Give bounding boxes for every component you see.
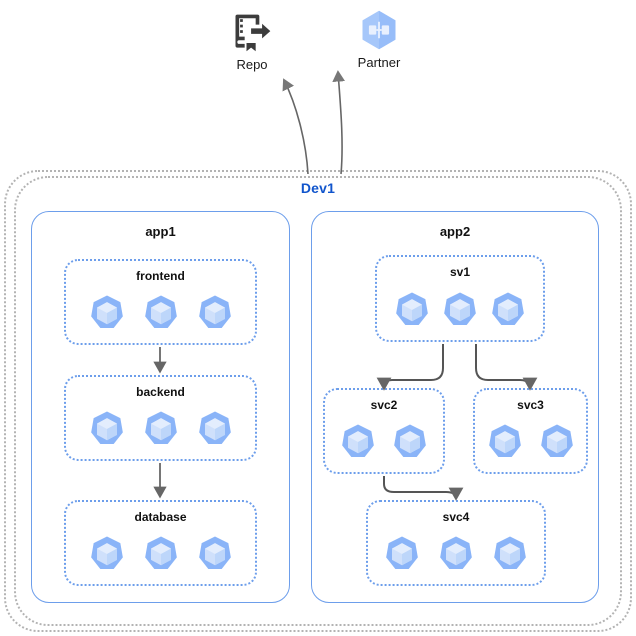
pod-icon <box>394 424 426 457</box>
pod-icon <box>90 295 123 328</box>
environment-label: Dev1 <box>300 180 336 196</box>
pod-icon <box>386 536 418 569</box>
pod-icon <box>198 411 231 444</box>
pod-icon <box>144 411 177 444</box>
pod-group <box>368 534 544 574</box>
environment-outer-boundary <box>4 170 632 632</box>
external-node-label: Repo <box>236 57 268 72</box>
pod-icon <box>90 536 123 569</box>
service-backend[interactable]: backend <box>64 375 257 461</box>
external-node-repo[interactable]: Repo <box>222 10 282 72</box>
service-title: backend <box>136 385 185 399</box>
service-title: sv1 <box>449 265 471 279</box>
service-database[interactable]: database <box>64 500 257 586</box>
pod-group <box>66 293 255 333</box>
arrow-dev1-to-repo <box>282 78 309 175</box>
pod-icon <box>198 295 231 328</box>
pod-icon <box>198 536 231 569</box>
service-title: svc4 <box>442 510 470 524</box>
pod-group <box>66 534 255 574</box>
external-node-partner[interactable]: Partner <box>348 8 410 70</box>
service-title: frontend <box>136 269 185 283</box>
application-title: app1 <box>145 224 176 239</box>
pod-icon <box>396 292 428 325</box>
service-svc2[interactable]: svc2 <box>323 388 445 474</box>
service-svc4[interactable]: svc4 <box>366 500 546 586</box>
pod-icon <box>488 424 521 457</box>
environment-inner-boundary <box>14 176 622 626</box>
pod-icon <box>444 292 476 325</box>
pod-icon <box>494 536 526 569</box>
service-svc3[interactable]: svc3 <box>473 388 588 474</box>
pod-icon <box>540 424 573 457</box>
service-sv1[interactable]: sv1 <box>375 255 545 342</box>
partner-hexagon-icon <box>357 8 401 52</box>
pod-icon <box>342 424 374 457</box>
service-title: database <box>134 510 187 524</box>
service-title: svc3 <box>517 398 544 412</box>
pod-group <box>325 422 443 462</box>
pod-group <box>66 409 255 449</box>
pod-icon <box>144 295 177 328</box>
pod-group <box>475 422 586 462</box>
service-title: svc2 <box>370 398 398 412</box>
repository-icon <box>230 10 274 54</box>
pod-icon <box>440 536 472 569</box>
pod-icon <box>144 536 177 569</box>
external-node-label: Partner <box>357 55 401 70</box>
pod-icon <box>90 411 123 444</box>
service-frontend[interactable]: frontend <box>64 259 257 345</box>
arrow-dev1-to-partner <box>332 70 346 175</box>
pod-group <box>377 290 543 330</box>
pod-icon <box>492 292 524 325</box>
application-title: app2 <box>439 224 471 239</box>
